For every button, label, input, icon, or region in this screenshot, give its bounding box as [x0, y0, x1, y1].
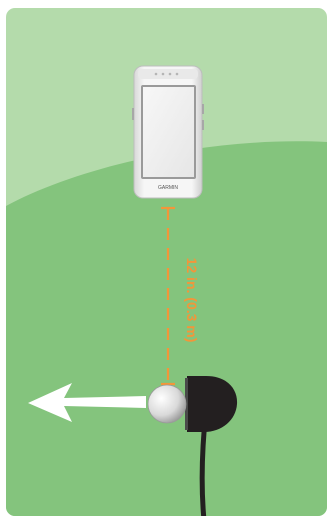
distance-measure-line [161, 206, 175, 386]
golf-ball-icon [147, 384, 187, 424]
left-arrow-icon [28, 383, 146, 422]
illustration-panel: GARMIN 12 in. (0.3 m) [6, 8, 327, 516]
device-brand-label: GARMIN [158, 185, 178, 191]
distance-label: 12 in. (0.3 m) [184, 258, 200, 343]
grass-hill [6, 141, 327, 516]
gps-device-icon: GARMIN [132, 65, 204, 199]
golf-club-icon [185, 376, 238, 432]
illustration-canvas: GARMIN 12 in. (0.3 m) [6, 8, 327, 516]
